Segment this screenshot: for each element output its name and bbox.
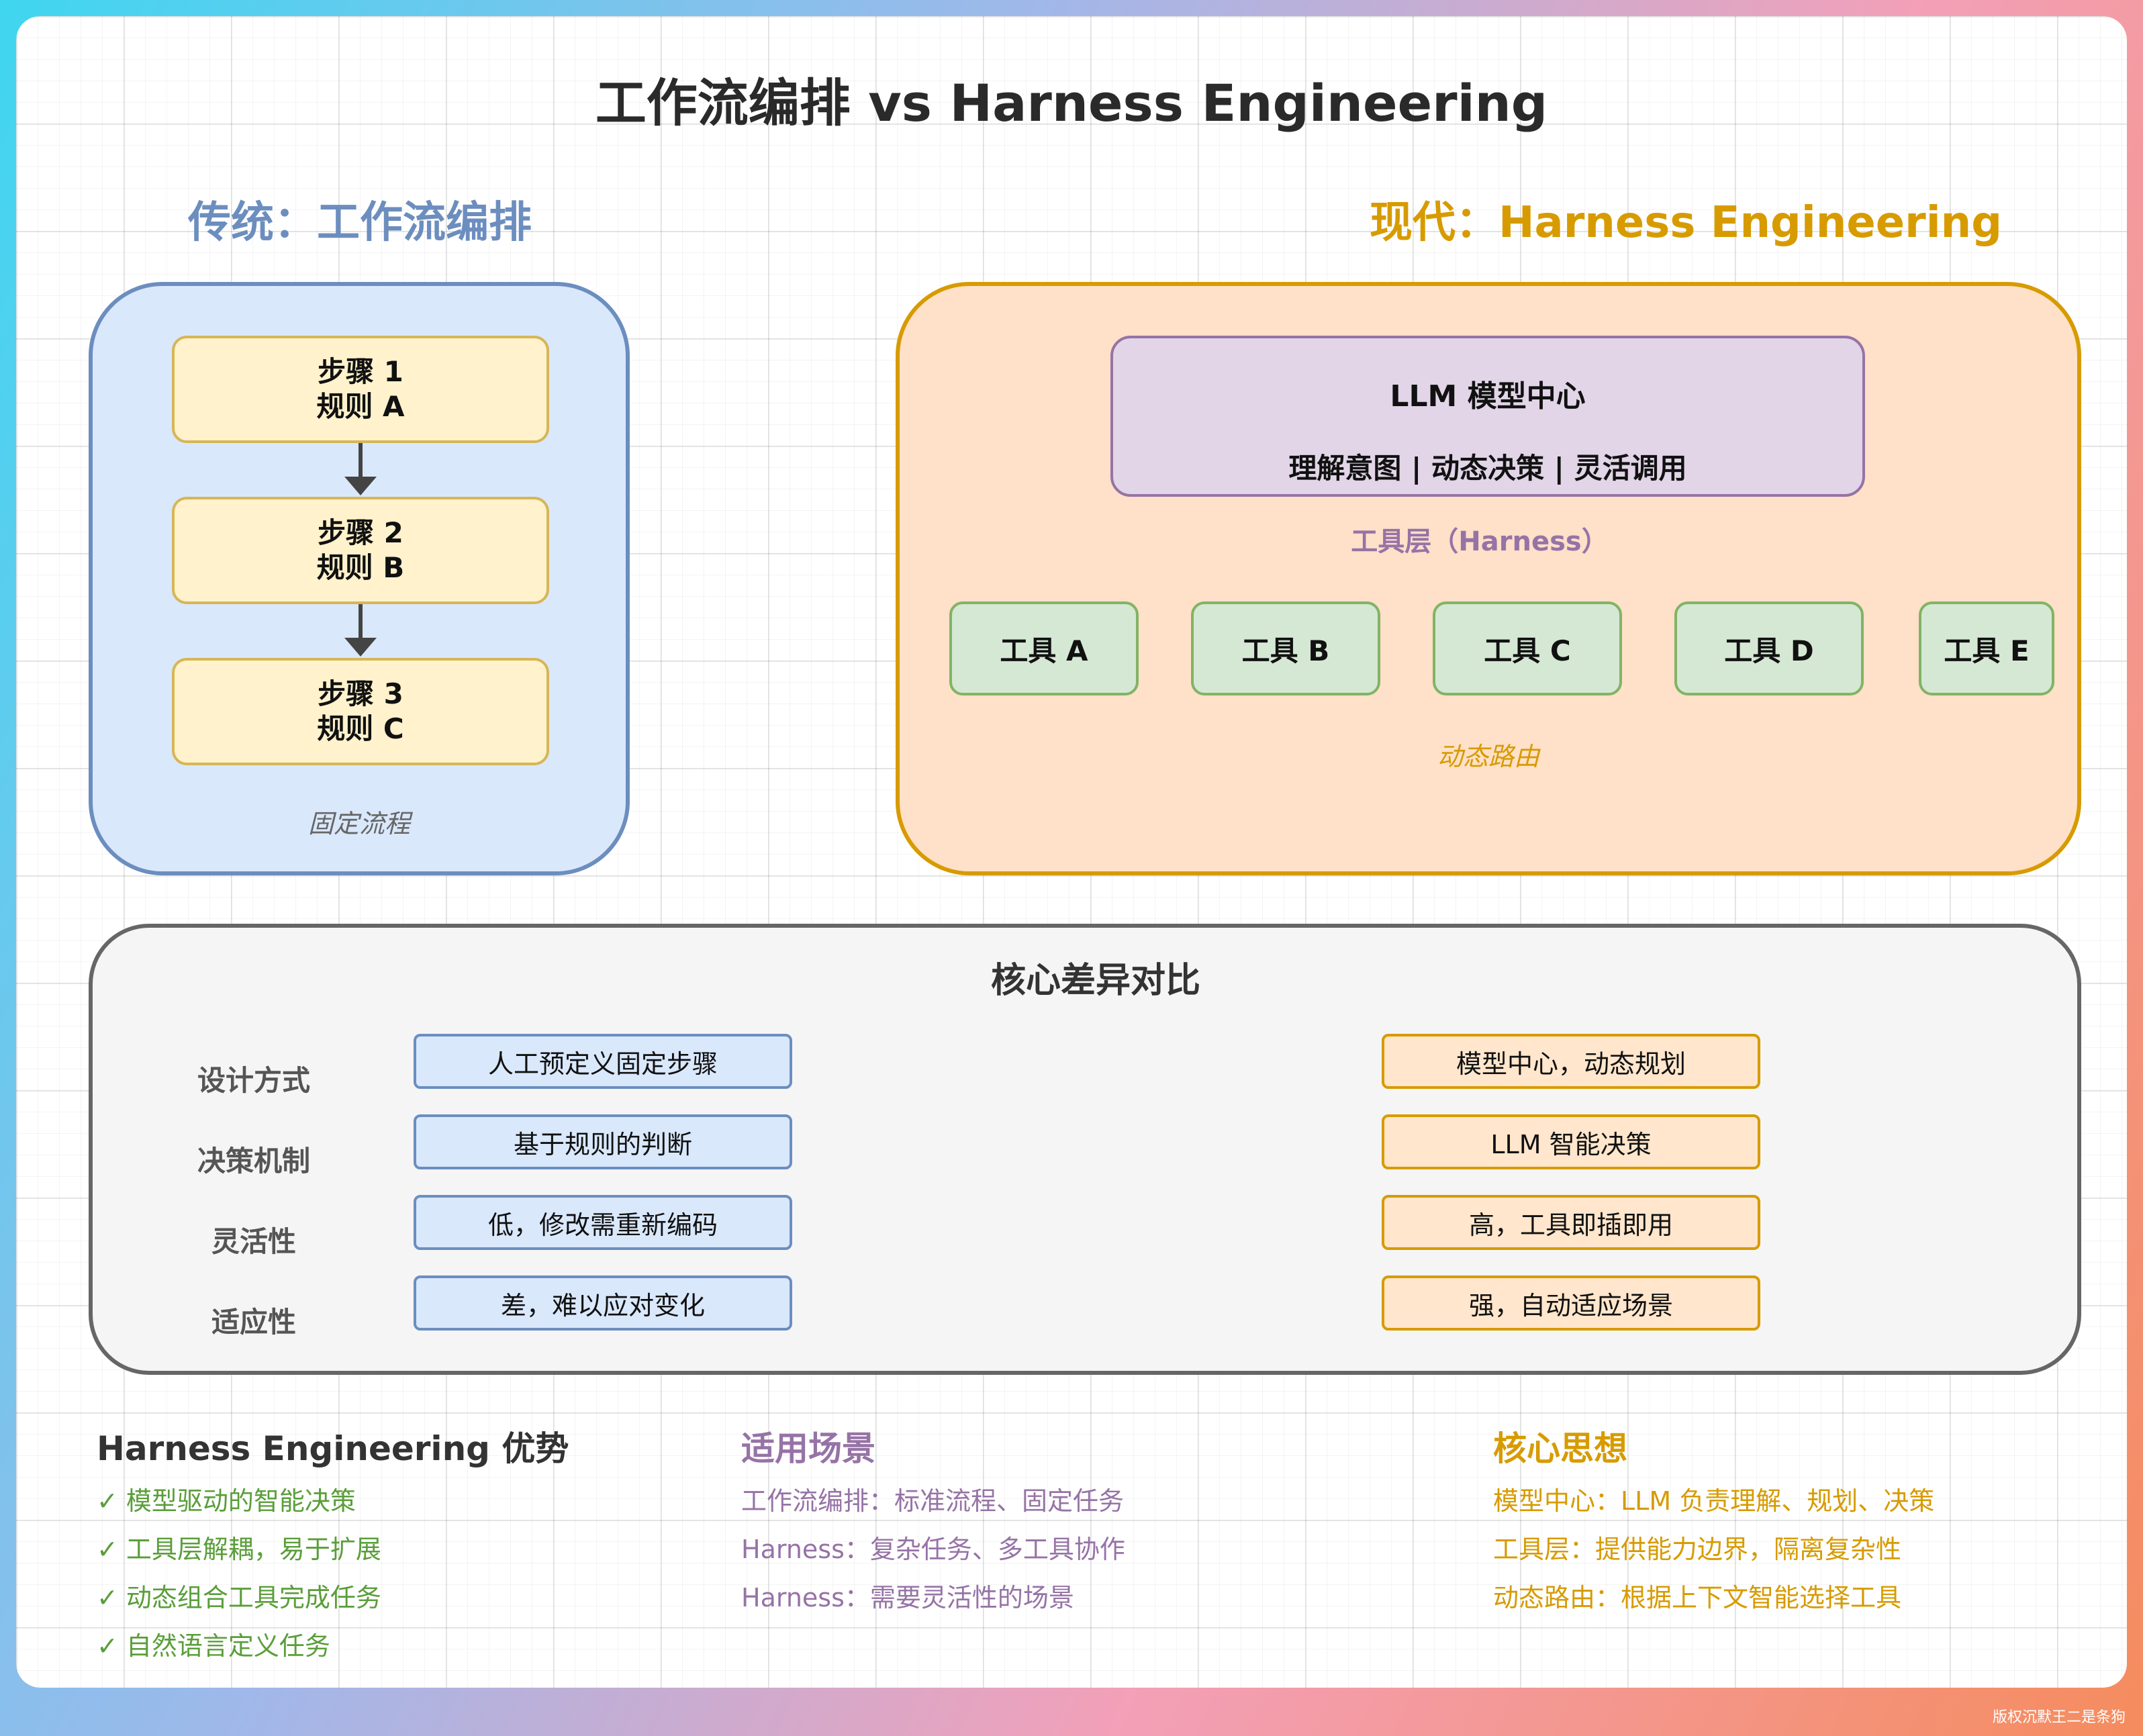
cell-flexibility-workflow: 低，修改需重新编码 [414,1195,792,1250]
scenario-item: Harness：复杂任务、多工具协作 [741,1535,1125,1564]
step-3-label: 步骤 3 [318,677,403,710]
tool-d: 工具 D [1674,601,1864,695]
modern-heading: 现代：Harness Engineering [1370,198,2003,248]
row-label-decision: 决策机制 [197,1145,310,1177]
llm-capabilities: 理解意图 | 动态决策 | 灵活调用 [1288,452,1687,485]
step-1-rule: 规则 A [316,390,405,423]
advantages-list: ✓ 模型驱动的智能决策 ✓ 工具层解耦，易于扩展 ✓ 动态组合工具完成任务 ✓ … [97,1477,381,1670]
scenario-item: Harness：需要灵活性的场景 [741,1583,1074,1612]
step-3-box: 步骤 3 规则 C [172,658,549,765]
scenarios-title: 适用场景 [741,1429,875,1468]
comparison-title: 核心差异对比 [990,961,1200,1001]
diagram-canvas: 工作流编排 vs Harness Engineering 传统：工作流编排 现代… [16,16,2127,1688]
advantage-item: ✓ 自然语言定义任务 [97,1631,330,1661]
step-3-rule: 规则 C [317,712,404,745]
tool-b: 工具 B [1191,601,1380,695]
tool-layer-label: 工具层（Harness） [1351,526,1609,557]
row-label-flexibility: 灵活性 [211,1225,296,1258]
cell-decision-workflow: 基于规则的判断 [414,1114,792,1169]
row-label-adaptability: 适应性 [211,1306,296,1339]
core-idea-item: 动态路由：根据上下文智能选择工具 [1493,1583,1902,1612]
core-ideas-list: 模型中心：LLM 负责理解、规划、决策 工具层：提供能力边界，隔离复杂性 动态路… [1493,1477,1934,1622]
row-label-design: 设计方式 [197,1064,310,1097]
cell-design-harness: 模型中心，动态规划 [1382,1034,1760,1089]
traditional-heading: 传统：工作流编排 [188,198,532,248]
step-arrow-1 [344,443,377,495]
scenario-item: 工作流编排：标准流程、固定任务 [741,1486,1125,1516]
cell-adaptability-workflow: 差，难以应对变化 [414,1275,792,1331]
cell-flexibility-harness: 高，工具即插即用 [1382,1195,1760,1250]
step-1-label: 步骤 1 [318,355,403,388]
tool-a: 工具 A [949,601,1139,695]
tool-c: 工具 C [1433,601,1622,695]
cell-adaptability-harness: 强，自动适应场景 [1382,1275,1760,1331]
advantage-item: ✓ 工具层解耦，易于扩展 [97,1535,381,1564]
llm-title: LLM 模型中心 [1390,379,1586,414]
advantage-item: ✓ 动态组合工具完成任务 [97,1583,381,1612]
tool-e: 工具 E [1919,601,2054,695]
core-ideas-title: 核心思想 [1493,1429,1627,1468]
cell-design-workflow: 人工预定义固定步骤 [414,1034,792,1089]
step-1-box: 步骤 1 规则 A [172,336,549,443]
page-title: 工作流编排 vs Harness Engineering [595,73,1548,133]
core-idea-item: 模型中心：LLM 负责理解、规划、决策 [1493,1486,1935,1516]
advantage-item: ✓ 模型驱动的智能决策 [97,1486,356,1516]
cell-decision-harness: LLM 智能决策 [1382,1114,1760,1169]
scenarios-list: 工作流编排：标准流程、固定任务 Harness：复杂任务、多工具协作 Harne… [741,1477,1125,1622]
advantages-title: Harness Engineering 优势 [97,1429,569,1468]
dynamic-routing-note: 动态路由 [1437,742,1539,771]
fixed-flow-note: 固定流程 [307,809,410,838]
step-arrow-2 [344,604,377,657]
step-2-label: 步骤 2 [318,516,403,549]
core-idea-item: 工具层：提供能力边界，隔离复杂性 [1493,1535,1902,1564]
llm-center-box: LLM 模型中心 理解意图 | 动态决策 | 灵活调用 [1110,336,1865,497]
step-2-rule: 规则 B [316,551,405,584]
watermark-text: 版权沉默王二是条狗 [1992,1709,2126,1726]
step-2-box: 步骤 2 规则 B [172,497,549,604]
